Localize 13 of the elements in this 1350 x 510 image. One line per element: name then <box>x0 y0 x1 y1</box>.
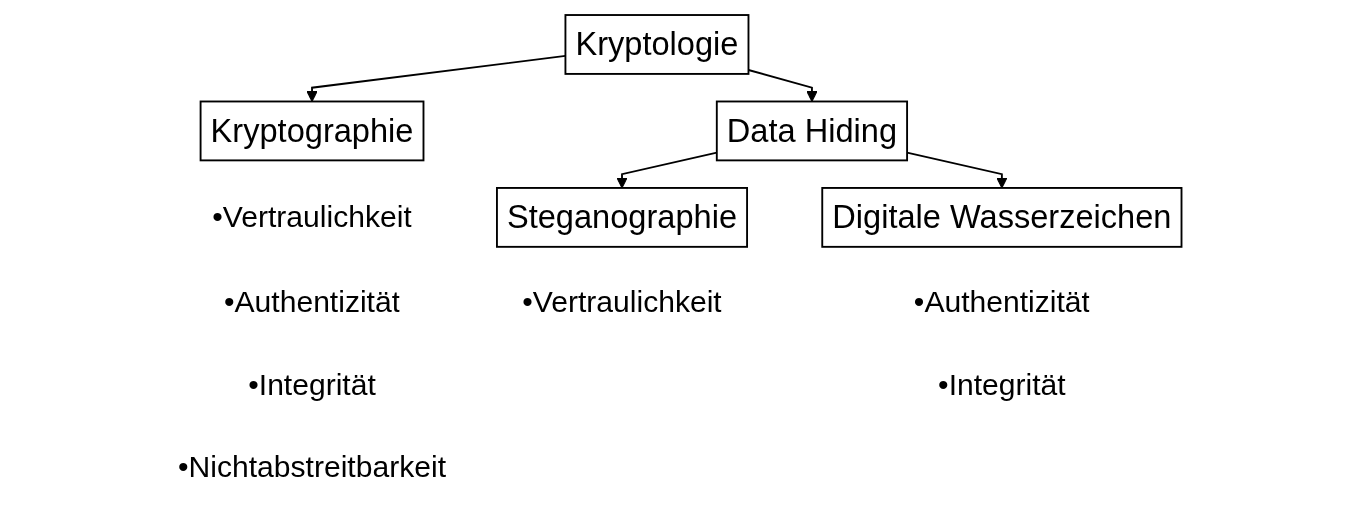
node-label: •Integrität <box>938 367 1066 401</box>
node-label: •Vertraulichkeit <box>212 199 412 234</box>
node-label: •Nichtabstreitbarkeit <box>178 449 447 484</box>
node-label: •Authentizität <box>224 284 401 319</box>
node-box: Steganographie <box>496 187 749 248</box>
arrow <box>616 151 718 189</box>
node-box: Kryptographie <box>199 100 425 162</box>
node-label: •Integrität <box>248 367 377 401</box>
node-label: •Vertraulichkeit <box>522 284 722 319</box>
node-box: Digitale Wasserzeichen <box>821 187 1183 248</box>
node-label: •Authentizität <box>914 284 1091 319</box>
node-box: Kryptologie <box>564 14 750 75</box>
node-box: Data Hiding <box>716 100 909 162</box>
